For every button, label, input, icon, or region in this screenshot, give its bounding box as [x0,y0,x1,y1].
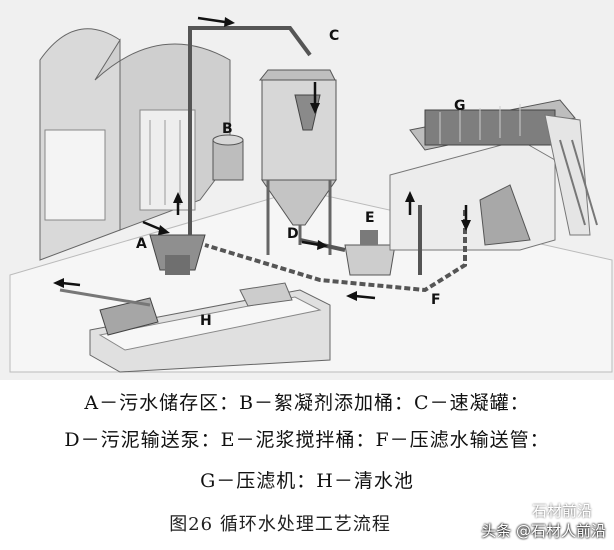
filter-press-platform [389,99,598,251]
feed-pipe [188,26,312,235]
outlet-pipe [59,288,151,307]
legend-line-1: A－污水储存区：B－絮凝剂添加桶：C－速凝罐： [84,392,530,414]
label-D: D [287,226,299,242]
flow-arrows [53,16,471,301]
legend-line-2: D－污泥输送泵：E－泥浆搅拌桶：F－压滤水输送管： [64,429,550,451]
clean-water-pool [89,282,331,373]
legend-line-3: G－压滤机：H－清水池 [200,470,414,492]
label-F: F [431,292,441,308]
label-A: A [136,236,147,252]
label-C: C [329,28,339,44]
flocculant-tank [212,134,244,181]
filtrate-pipe [204,210,467,293]
collection-hopper [149,234,206,275]
figure-title: 图26 循环水处理工艺流程 [169,514,391,535]
label-B: B [222,121,233,137]
watermark-stamp: 石材前沿 [531,502,592,520]
label-H: H [200,313,212,329]
label-E: E [365,210,375,226]
label-G: G [454,98,466,114]
process-illustration: A B C D E F G H [0,0,614,380]
sewage-storage-building [39,28,231,261]
watermark-text: 头条 @石材人前沿 [481,522,606,540]
